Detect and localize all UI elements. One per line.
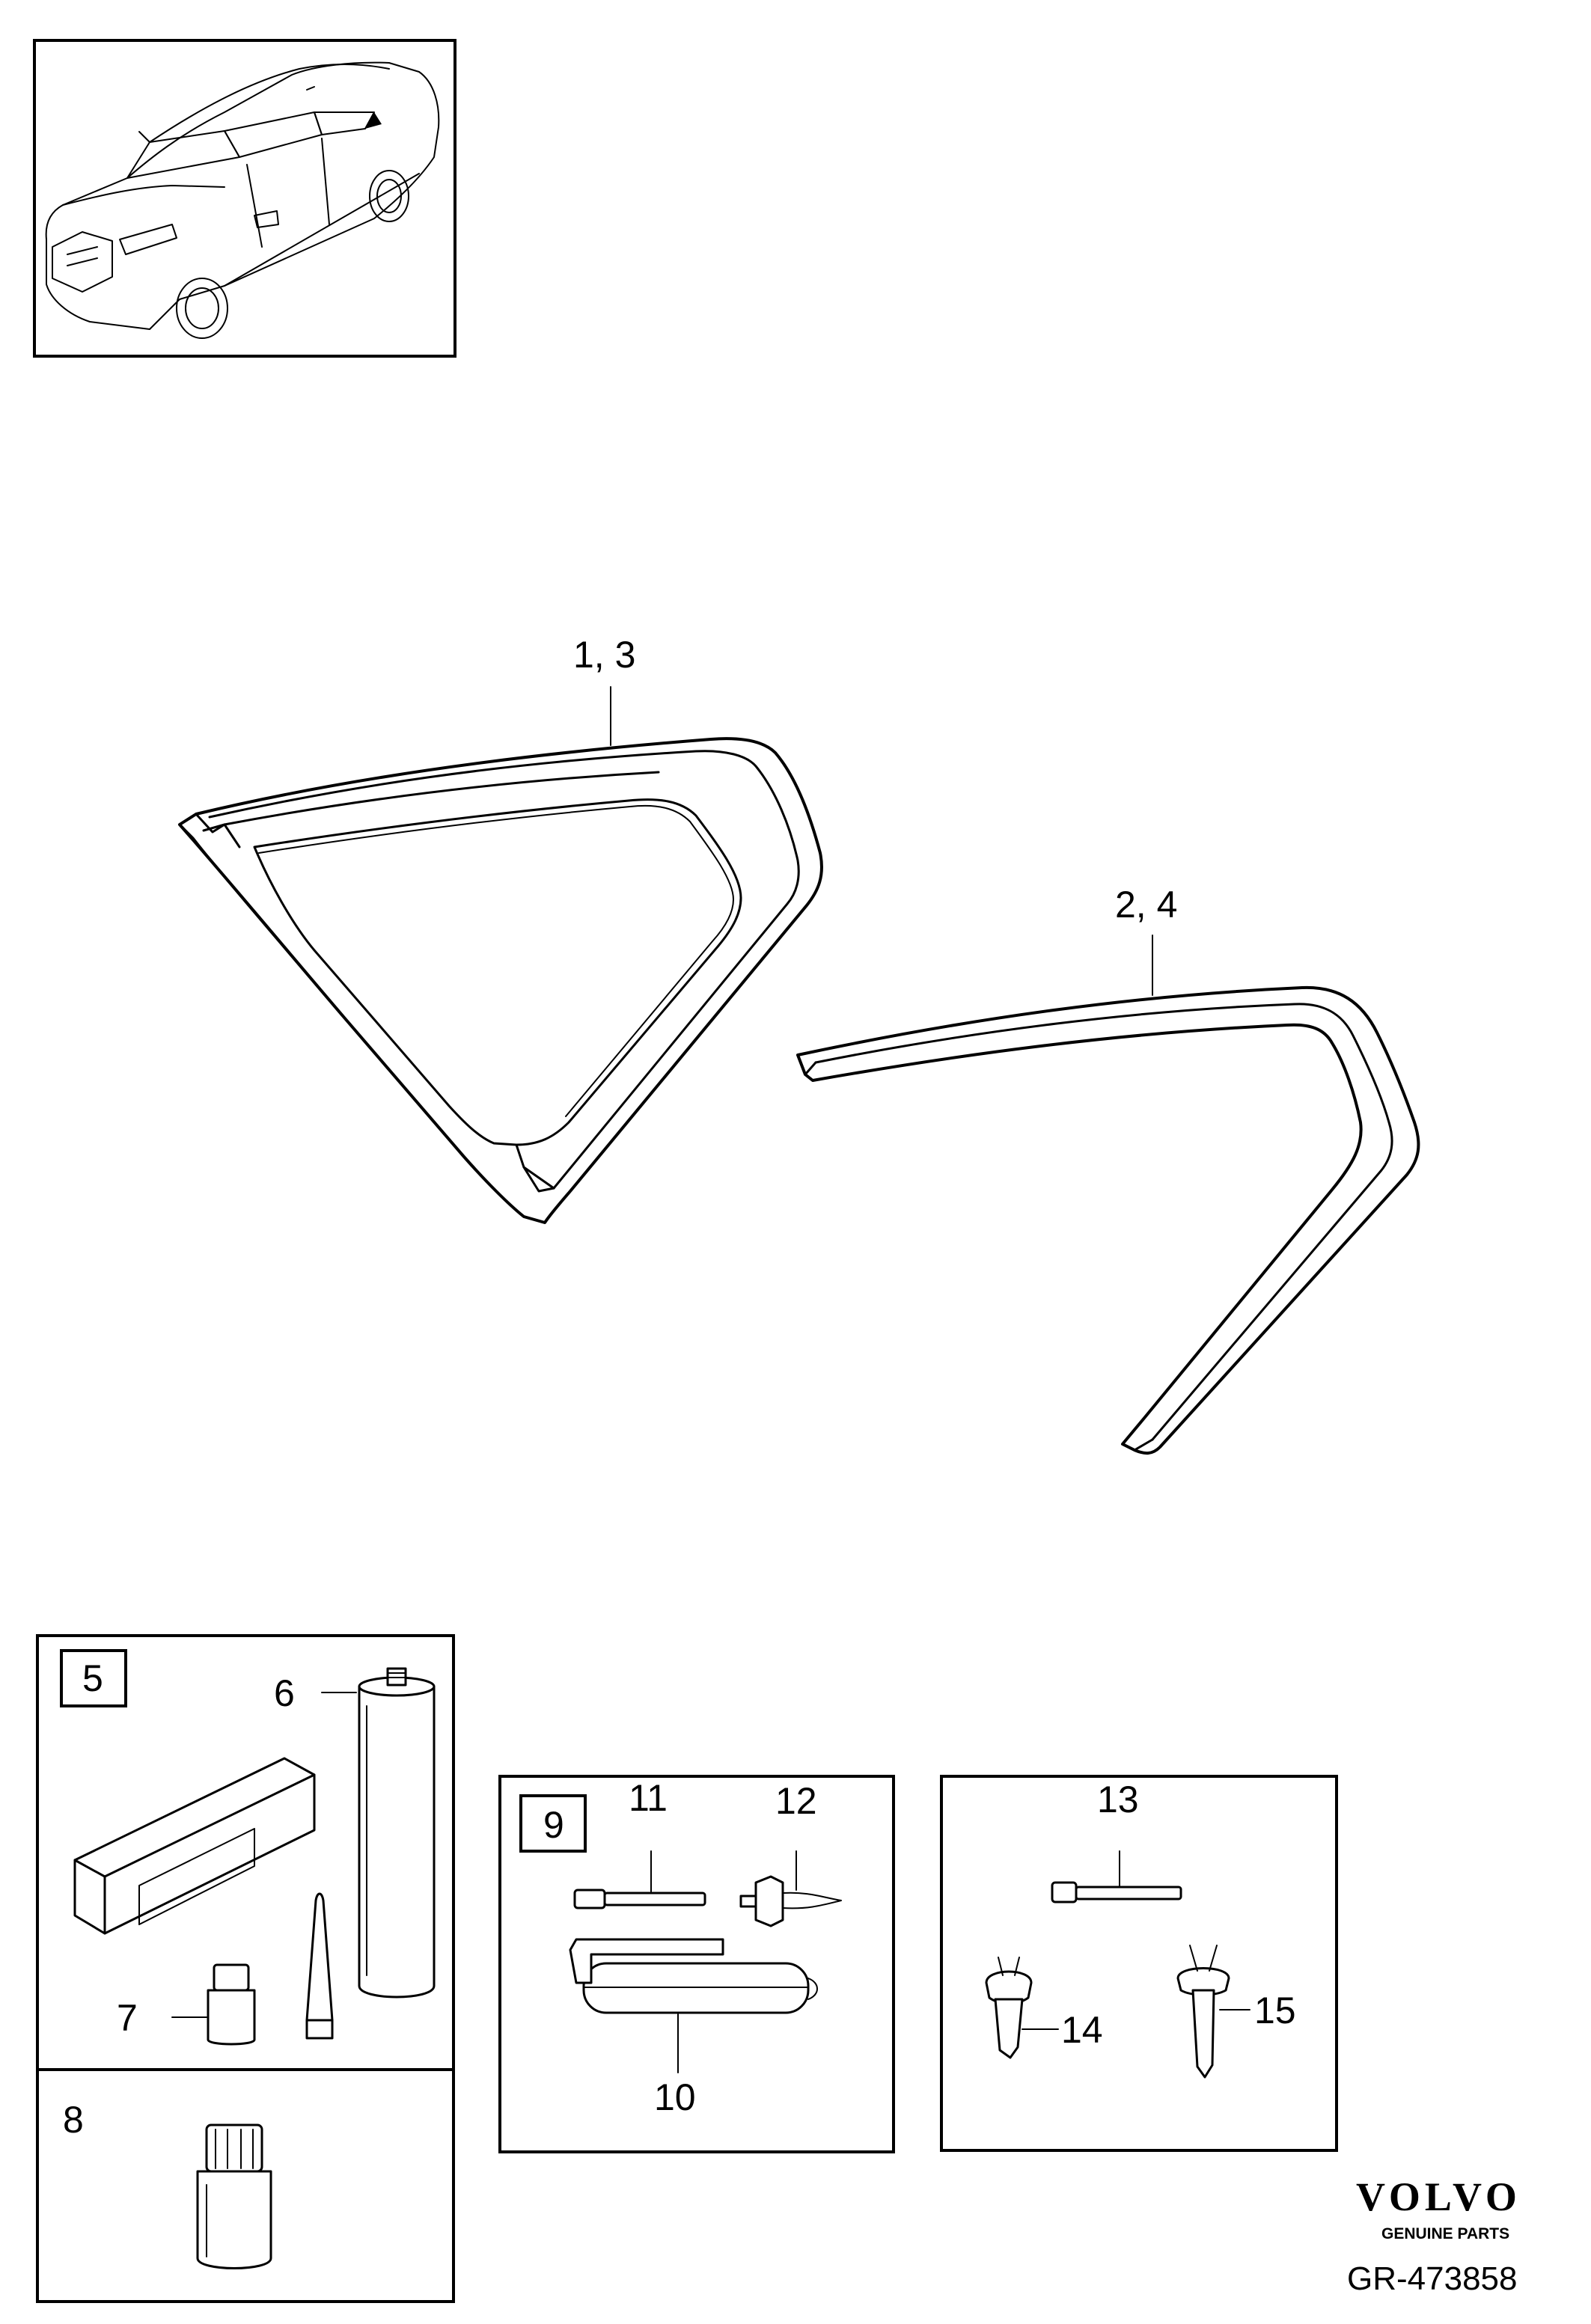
part-quarter-window-glass [178,686,823,1224]
callout-1-3: 1, 3 [573,634,635,676]
part-window-moulding [796,935,1420,1455]
callout-10: 10 [654,2076,696,2118]
tool-box-9-frame [498,1775,895,2153]
callout-15: 15 [1254,1990,1296,2031]
callout-5: 5 [82,1657,103,1699]
vehicle-location-thumbnail [33,39,456,358]
callout-7: 7 [117,1997,138,2039]
pin-part-13 [1051,1850,1182,1903]
volvo-logo: VOLVO [1356,2174,1521,2219]
primer-bottle-small [171,1963,256,2046]
diagram-code: GR-473858 [1347,2260,1517,2297]
clip-part-15 [1176,1945,1250,2079]
clip-part-14 [985,1957,1059,2059]
kit-box-8 [36,2068,455,2303]
tool-box-9 [498,1775,895,2153]
callout-5-box [60,1649,127,1707]
clip-box-frame [940,1775,1338,2152]
primer-bottle [196,2123,272,2269]
callout-8: 8 [63,2099,84,2141]
nozzle [305,1892,334,2040]
callout-11: 11 [629,1777,668,1819]
callout-6: 6 [274,1672,295,1714]
genuine-parts-text: GENUINE PARTS [1381,2225,1509,2242]
kit-box-8-frame [36,2068,455,2303]
pin-tool [573,1850,706,1909]
callout-9: 9 [543,1804,564,1846]
callout-13: 13 [1097,1779,1139,1820]
adhesive-cartridge [321,1667,436,1999]
primer-carton [73,1757,316,1935]
glue-gun [569,1938,818,2073]
callout-2-4: 2, 4 [1115,884,1177,926]
clip-tool [739,1850,842,1927]
kit-box-5 [36,1634,455,2071]
callout-14: 14 [1061,2009,1103,2051]
clip-box-13-15 [940,1775,1338,2152]
callout-9-box [519,1794,587,1853]
car-outline-drawing [45,61,440,339]
thumbnail-frame [33,39,456,358]
callout-12: 12 [775,1780,817,1822]
